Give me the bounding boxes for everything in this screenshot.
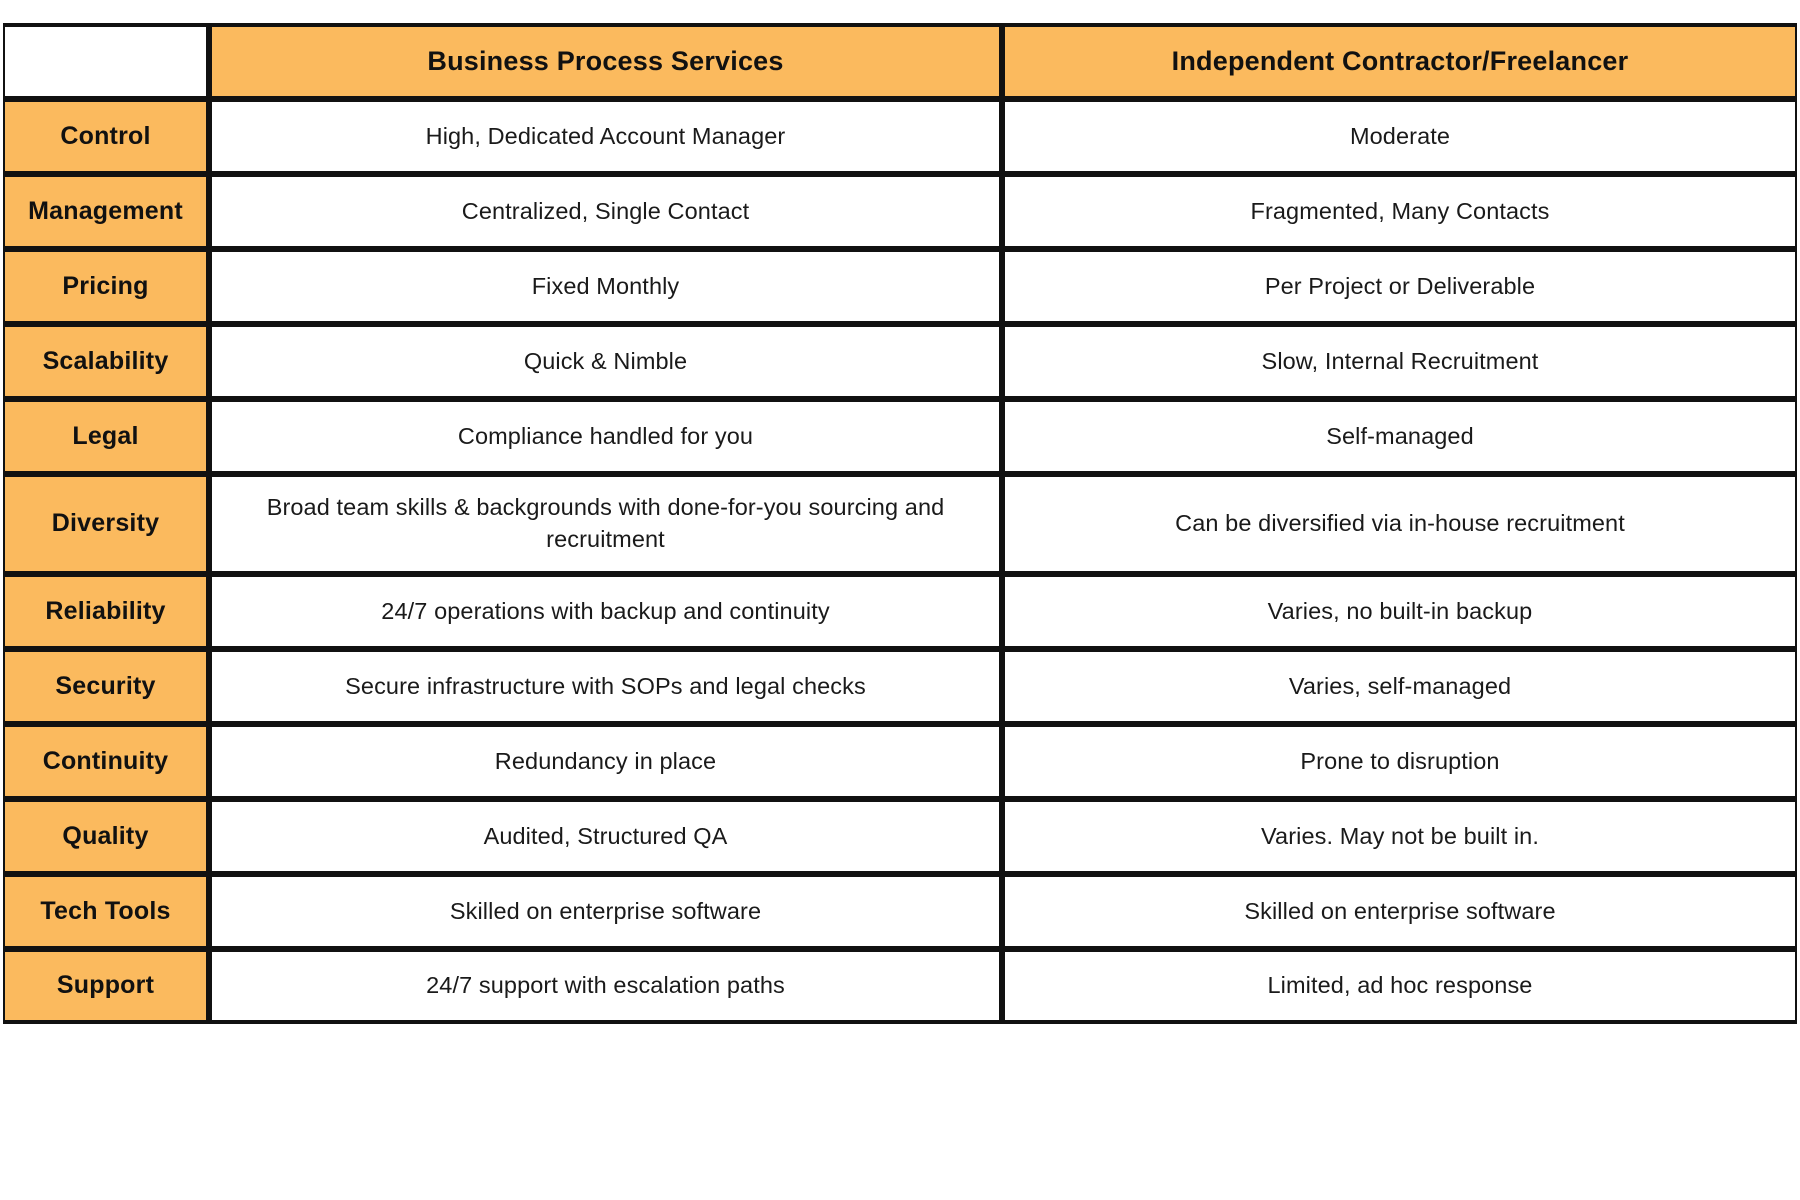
cell-independent-contractor-freelancer: Self-managed — [1003, 399, 1797, 474]
table-header-row: Business Process Services Independent Co… — [3, 23, 1797, 99]
cell-business-process-services: Audited, Structured QA — [210, 799, 1003, 874]
cell-independent-contractor-freelancer: Skilled on enterprise software — [1003, 874, 1797, 949]
comparison-table: Business Process Services Independent Co… — [3, 23, 1797, 1024]
cell-independent-contractor-freelancer: Per Project or Deliverable — [1003, 249, 1797, 324]
row-label-management: Management — [3, 174, 210, 249]
cell-independent-contractor-freelancer: Can be diversified via in-house recruitm… — [1003, 474, 1797, 574]
cell-business-process-services: 24/7 operations with backup and continui… — [210, 574, 1003, 649]
cell-business-process-services: Fixed Monthly — [210, 249, 1003, 324]
row-label-reliability: Reliability — [3, 574, 210, 649]
row-label-control: Control — [3, 99, 210, 174]
cell-business-process-services: High, Dedicated Account Manager — [210, 99, 1003, 174]
row-label-scalability: Scalability — [3, 324, 210, 399]
table-body: Business Process Services Independent Co… — [3, 23, 1797, 1024]
column-header-business-process-services: Business Process Services — [210, 23, 1003, 99]
cell-business-process-services: Redundancy in place — [210, 724, 1003, 799]
cell-business-process-services: Quick & Nimble — [210, 324, 1003, 399]
cell-business-process-services: Secure infrastructure with SOPs and lega… — [210, 649, 1003, 724]
row-label-security: Security — [3, 649, 210, 724]
cell-business-process-services: 24/7 support with escalation paths — [210, 949, 1003, 1024]
cell-independent-contractor-freelancer: Varies, no built-in backup — [1003, 574, 1797, 649]
cell-independent-contractor-freelancer: Moderate — [1003, 99, 1797, 174]
header-corner-blank — [3, 23, 210, 99]
row-label-diversity: Diversity — [3, 474, 210, 574]
row-label-tech-tools: Tech Tools — [3, 874, 210, 949]
cell-independent-contractor-freelancer: Varies. May not be built in. — [1003, 799, 1797, 874]
cell-business-process-services: Compliance handled for you — [210, 399, 1003, 474]
row-label-pricing: Pricing — [3, 249, 210, 324]
row-label-support: Support — [3, 949, 210, 1024]
cell-independent-contractor-freelancer: Slow, Internal Recruitment — [1003, 324, 1797, 399]
row-label-quality: Quality — [3, 799, 210, 874]
row-label-legal: Legal — [3, 399, 210, 474]
cell-independent-contractor-freelancer: Varies, self-managed — [1003, 649, 1797, 724]
cell-independent-contractor-freelancer: Prone to disruption — [1003, 724, 1797, 799]
cell-business-process-services: Skilled on enterprise software — [210, 874, 1003, 949]
column-header-independent-contractor-freelancer: Independent Contractor/Freelancer — [1003, 23, 1797, 99]
cell-independent-contractor-freelancer: Fragmented, Many Contacts — [1003, 174, 1797, 249]
row-label-continuity: Continuity — [3, 724, 210, 799]
cell-business-process-services: Broad team skills & backgrounds with don… — [210, 474, 1003, 574]
cell-business-process-services: Centralized, Single Contact — [210, 174, 1003, 249]
cell-independent-contractor-freelancer: Limited, ad hoc response — [1003, 949, 1797, 1024]
